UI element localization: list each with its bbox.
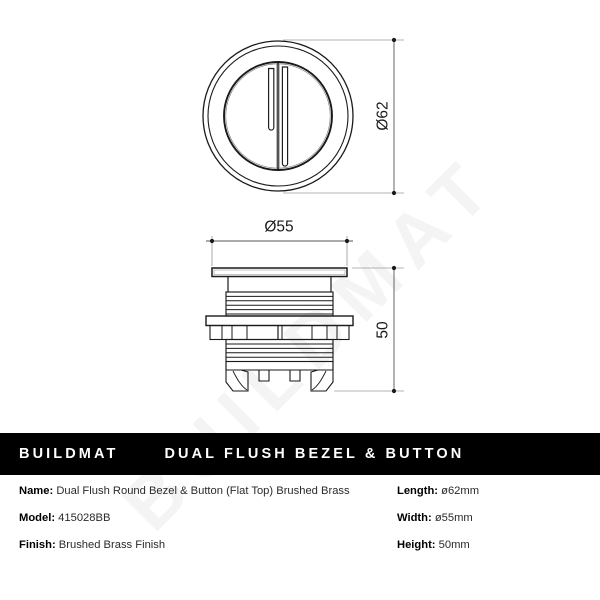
- dimension-diameter-62: Ø62: [283, 37, 404, 196]
- product-line-drawing: Ø62 Ø55: [202, 37, 404, 394]
- dimension-label-diameter-62: Ø62: [375, 101, 392, 130]
- spec-value-length: ø62mm: [441, 485, 480, 497]
- button-split-divider: [276, 62, 280, 170]
- lower-thread-band: [225, 338, 334, 363]
- dimension-height-50: 50: [334, 265, 404, 394]
- dimension-diameter-55: Ø55: [206, 219, 353, 266]
- brand-name: BUILDMAT: [19, 446, 119, 462]
- clip-leg-right-outer: [310, 369, 334, 392]
- side-elevation-view: [205, 267, 354, 392]
- spec-row-width: Width: ø55mm: [397, 513, 597, 524]
- bezel-inner-rim-circle: [207, 45, 349, 187]
- button-disc-circle: [223, 61, 333, 171]
- dimension-label-height-50: 50: [375, 321, 392, 339]
- button-slots: [268, 66, 289, 167]
- spec-key-finish: Finish:: [19, 539, 56, 552]
- dimension-label-diameter-55: Ø55: [264, 219, 293, 236]
- clip-tab-left: [258, 370, 270, 382]
- upper-thread-band: [225, 291, 334, 317]
- spec-key-height: Height:: [397, 539, 436, 552]
- clip-tab-right: [289, 370, 301, 382]
- product-title: DUAL FLUSH BEZEL & BUTTON: [164, 446, 465, 462]
- clip-spring-right: [311, 370, 327, 391]
- bezel-outer-circle: [202, 40, 354, 192]
- upper-body-walls: [227, 276, 332, 292]
- clip-spring-left: [232, 370, 248, 391]
- spec-value-model: 415028BB: [58, 512, 111, 525]
- spec-row-name: Name: Dual Flush Round Bezel & Button (F…: [19, 485, 397, 497]
- spec-row-finish: Finish: Brushed Brass Finish: [19, 540, 397, 551]
- retaining-clip-legs: [225, 369, 334, 392]
- spec-key-name: Name:: [19, 485, 54, 497]
- spec-row-length: Length: ø62mm: [397, 485, 597, 497]
- button-slot-left: [268, 67, 275, 131]
- spec-row-height: Height: 50mm: [397, 540, 597, 551]
- spec-key-model: Model:: [19, 512, 56, 525]
- clip-leg-left-outer: [225, 369, 249, 392]
- specification-block: Name: Dual Flush Round Bezel & Button (F…: [0, 485, 600, 568]
- spec-column-right: Length: ø62mm Width: ø55mm Height: 50mm: [397, 485, 597, 568]
- spec-column-left: Name: Dual Flush Round Bezel & Button (F…: [0, 485, 397, 568]
- button-slot-right: [281, 66, 289, 167]
- spec-key-width: Width:: [397, 512, 432, 525]
- spec-value-name: Dual Flush Round Bezel & Button (Flat To…: [56, 485, 350, 497]
- title-banner: BUILDMAT DUAL FLUSH BEZEL & BUTTON: [0, 433, 600, 475]
- spec-row-model: Model: 415028BB: [19, 513, 397, 524]
- lower-shank: [225, 361, 334, 371]
- spec-value-finish: Brushed Brass Finish: [58, 539, 166, 552]
- flat-top-cap: [211, 267, 348, 278]
- spec-value-height: 50mm: [438, 539, 470, 552]
- spec-value-width: ø55mm: [434, 512, 473, 525]
- spec-key-length: Length:: [397, 485, 439, 497]
- mounting-flange: [205, 315, 354, 341]
